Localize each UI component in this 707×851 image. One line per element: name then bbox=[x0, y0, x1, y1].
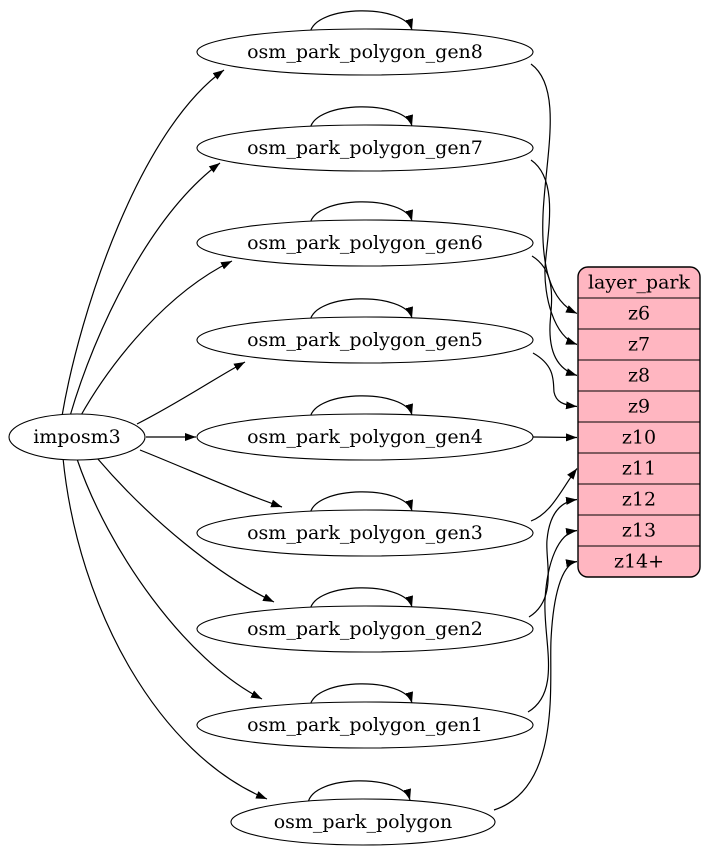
edge-self-loop-osm_park_polygon_gen1 bbox=[309, 683, 413, 707]
table-row-zoom: z14+ bbox=[614, 551, 664, 573]
node-imposm3-label: imposm3 bbox=[33, 426, 121, 448]
node-osm_park_polygon_gen3 bbox=[196, 509, 534, 557]
table-row-zoom: z13 bbox=[622, 520, 656, 542]
edge-imposm3-to-osm_park_polygon_gen1 bbox=[76, 458, 263, 700]
table-row-zoom: z7 bbox=[628, 334, 650, 356]
table-row-zoom: z11 bbox=[622, 458, 656, 480]
edge-self-loop-osm_park_polygon_gen2 bbox=[309, 587, 413, 611]
node-imposm3 bbox=[8, 413, 146, 461]
edge-imposm3-to-osm_park_polygon_gen5 bbox=[136, 361, 246, 425]
edge-self-loop-osm_park_polygon_gen4 bbox=[309, 395, 413, 419]
node-label: osm_park_polygon_gen1 bbox=[247, 714, 483, 736]
layer-park-table: layer_park z6 z7 z8 z9 z10 z11 z12 z13 z14+ bbox=[577, 266, 701, 578]
edge-osm_park_polygon_gen8-to-z6 bbox=[530, 63, 578, 315]
edge-imposm3-to-osm_park_polygon_gen7 bbox=[69, 162, 221, 417]
edge-imposm3-to-osm_park_polygon_gen8 bbox=[61, 69, 225, 417]
edge-osm_park_polygon_gen3-to-z11 bbox=[530, 468, 578, 522]
table-row-zoom: z10 bbox=[622, 427, 656, 449]
edge-osm_park_polygon_gen1-to-z13 bbox=[527, 527, 578, 713]
table-row-zoom: z9 bbox=[628, 396, 650, 418]
edge-self-loop-osm_park_polygon bbox=[307, 780, 411, 804]
edge-self-loop-osm_park_polygon_gen6 bbox=[309, 201, 413, 225]
node-label: osm_park_polygon_gen2 bbox=[247, 618, 483, 640]
table-row-zoom: z12 bbox=[622, 489, 656, 511]
edge-imposm3-to-osm_park_polygon_gen2 bbox=[96, 457, 275, 603]
node-osm_park_polygon_gen1 bbox=[196, 701, 534, 749]
edge-self-loop-osm_park_polygon_gen3 bbox=[309, 491, 413, 515]
edge-imposm3-to-osm_park_polygon_gen6 bbox=[79, 260, 233, 418]
edge-self-loop-osm_park_polygon_gen7 bbox=[309, 106, 413, 130]
node-label: osm_park_polygon_gen8 bbox=[247, 41, 483, 63]
table-title: layer_park bbox=[588, 272, 691, 294]
node-label: osm_park_polygon_gen4 bbox=[247, 426, 483, 448]
node-label: osm_park_polygon bbox=[274, 811, 453, 833]
edge-osm_park_polygon_gen2-to-z12 bbox=[528, 496, 578, 618]
node-osm_park_polygon bbox=[230, 798, 496, 846]
node-osm_park_polygon_gen6 bbox=[196, 219, 534, 267]
edge-osm_park_polygon_gen4-to-z10 bbox=[532, 433, 578, 442]
node-label: osm_park_polygon_gen7 bbox=[247, 137, 483, 159]
edge-imposm3-to-osm_park_polygon bbox=[62, 457, 268, 800]
edge-osm_park_polygon-to-z14+ bbox=[493, 559, 578, 811]
edge-self-loop-osm_park_polygon_gen5 bbox=[309, 298, 413, 322]
node-osm_park_polygon_gen8 bbox=[196, 28, 534, 76]
node-osm_park_polygon_gen2 bbox=[196, 605, 534, 653]
edge-osm_park_polygon_gen7-to-z7 bbox=[530, 159, 578, 346]
table-row-zoom: z6 bbox=[628, 303, 650, 325]
node-label: osm_park_polygon_gen6 bbox=[247, 232, 483, 254]
node-osm_park_polygon_gen7 bbox=[196, 124, 534, 172]
node-osm_park_polygon_gen4 bbox=[196, 413, 534, 461]
edge-osm_park_polygon_gen5-to-z9 bbox=[532, 352, 578, 410]
table-row-zoom: z8 bbox=[628, 365, 650, 387]
edge-osm_park_polygon_gen6-to-z8 bbox=[531, 255, 578, 377]
edge-self-loop-osm_park_polygon_gen8 bbox=[309, 10, 413, 34]
node-osm_park_polygon_gen5 bbox=[196, 316, 534, 364]
edge-imposm3-to-osm_park_polygon_gen3 bbox=[139, 449, 283, 508]
node-label: osm_park_polygon_gen3 bbox=[247, 522, 483, 544]
node-label: osm_park_polygon_gen5 bbox=[247, 329, 483, 351]
